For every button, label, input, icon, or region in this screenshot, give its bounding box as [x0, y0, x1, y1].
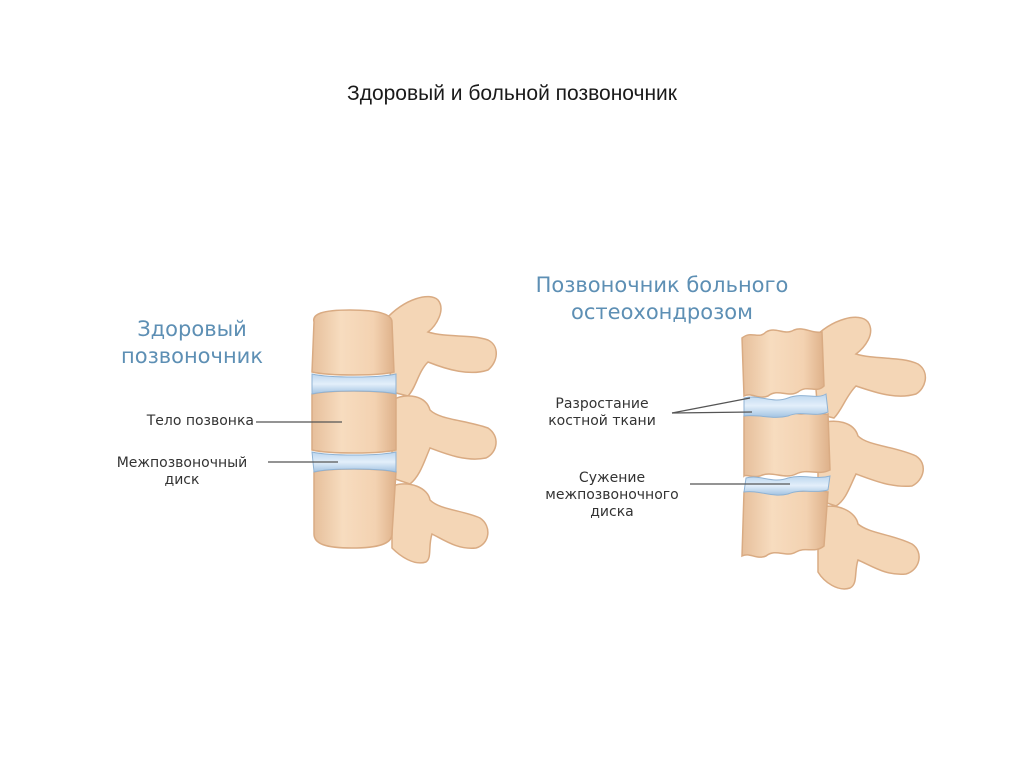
- label-growth-line1: Разростание: [555, 396, 649, 412]
- slide-title: Здоровый и больной позвоночник: [347, 82, 677, 105]
- healthy-discs: [311, 373, 397, 473]
- healthy-heading-line1: Здоровый: [137, 317, 247, 341]
- label-disc-line2: диск: [164, 472, 200, 488]
- diseased-leader-lines: [671, 397, 790, 485]
- label-disc-line1: Межпозвоночный: [116, 455, 248, 471]
- healthy-spine: [256, 295, 497, 564]
- diseased-spine-heading: Позвоночник больного остеохондрозом: [506, 272, 818, 326]
- label-vertebra-body: Тело позвонка: [146, 413, 254, 429]
- label-disc-narrowing: Сужение межпозвоночного диска: [524, 470, 700, 521]
- healthy-processes: [384, 295, 497, 564]
- label-narrow-line1: Сужение: [578, 470, 646, 486]
- diseased-heading-line1: Позвоночник больного: [535, 273, 789, 297]
- diseased-spine: [671, 316, 927, 590]
- label-narrow-line3: диска: [590, 504, 634, 520]
- diseased-discs: [743, 393, 831, 496]
- healthy-leader-lines: [256, 421, 342, 463]
- label-narrow-line2: межпозвоночного: [545, 487, 679, 503]
- label-intervertebral-disc: Межпозвоночный диск: [96, 455, 268, 489]
- diseased-vertebra-bodies: [741, 328, 831, 558]
- healthy-vertebra-bodies: [311, 309, 397, 549]
- diseased-heading-line2: остеохондрозом: [571, 300, 753, 324]
- diseased-processes: [811, 316, 927, 590]
- healthy-spine-heading: Здоровый позвоночник: [104, 316, 280, 370]
- label-bone-growth: Разростание костной ткани: [528, 396, 676, 430]
- label-growth-line2: костной ткани: [548, 413, 656, 429]
- healthy-heading-line2: позвоночник: [120, 344, 264, 368]
